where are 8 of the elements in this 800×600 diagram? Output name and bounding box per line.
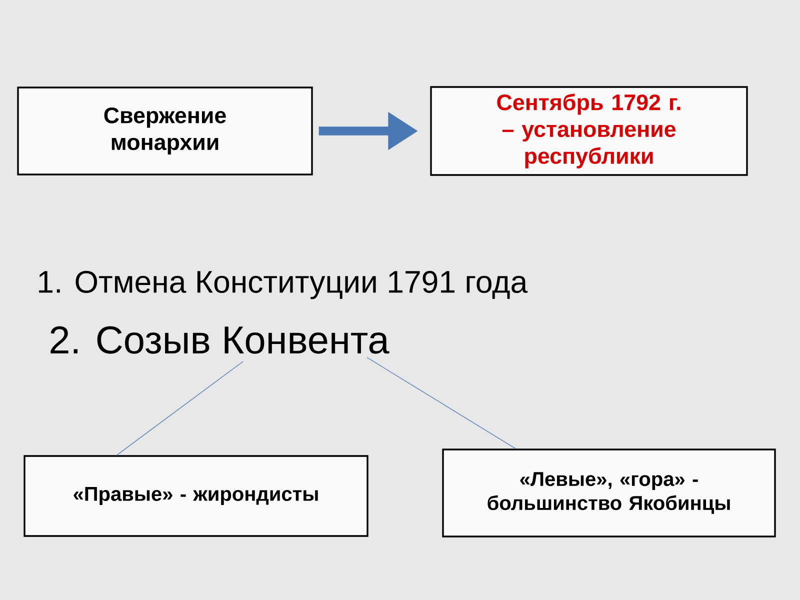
text-box: Свержение монархии: [17, 86, 313, 176]
text-box: «Правые» - жирондисты: [24, 455, 368, 537]
text-box: «Левые», «гора» - большинство Якобинцы: [442, 448, 776, 538]
text-box: Сентябрь 1792 г. – установление республики: [430, 86, 748, 176]
connector-line: [116, 361, 244, 456]
connector-line: [366, 357, 516, 450]
list-item: 1. Отмена Конституции 1791 года: [39, 270, 528, 300]
heading-text: 2. Созыв Конвента: [50, 326, 390, 354]
